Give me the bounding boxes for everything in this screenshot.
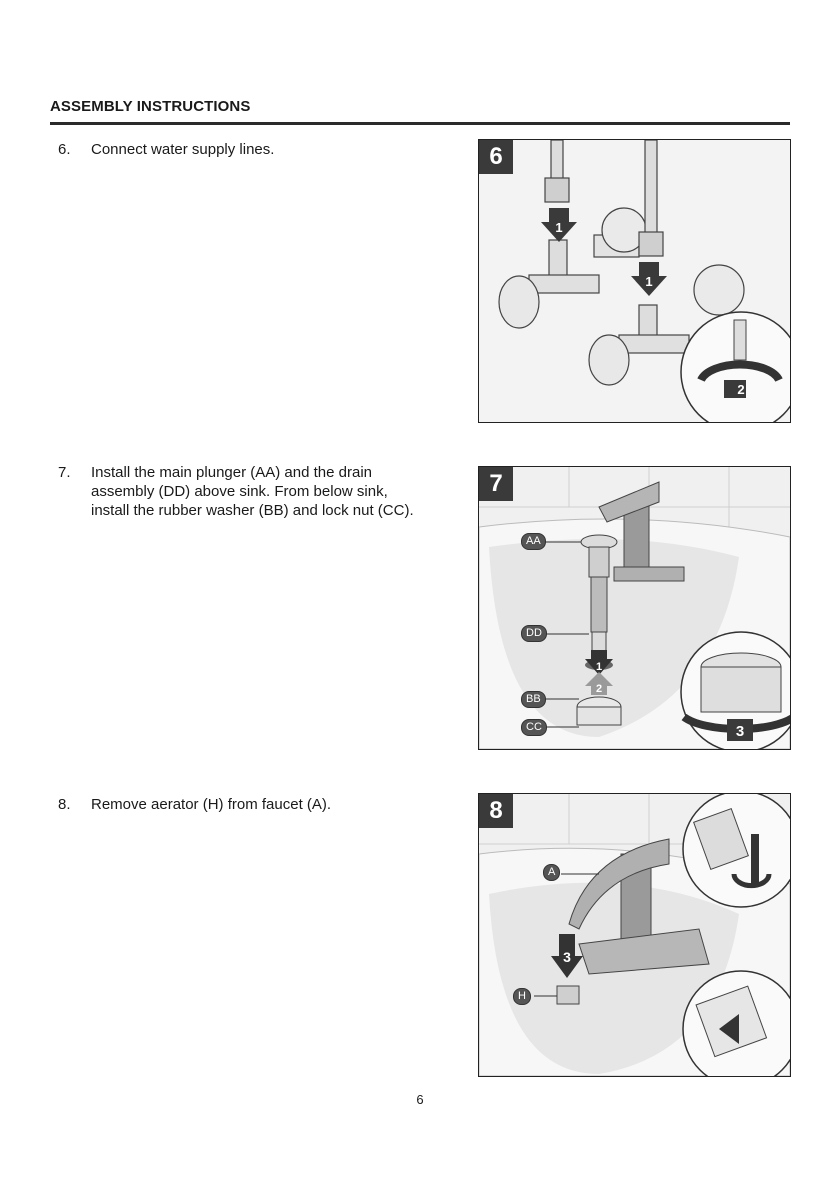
label-aa: AA bbox=[521, 533, 546, 550]
step-6-arrow-3: 2 bbox=[737, 382, 744, 397]
step-6-arrow-1: 1 bbox=[555, 220, 562, 235]
step-7-arrow-3: 3 bbox=[736, 723, 744, 740]
step-6-badge: 6 bbox=[479, 140, 513, 174]
step-6-arrow-2: 1 bbox=[645, 274, 652, 289]
step-6-illustration: 1 1 2 6 bbox=[478, 139, 791, 423]
step-7-badge: 7 bbox=[479, 467, 513, 501]
label-cc: CC bbox=[521, 719, 547, 736]
step-7-text: Install the main plunger (AA) and the dr… bbox=[91, 463, 428, 520]
label-dd: DD bbox=[521, 625, 547, 642]
step-6-number: 6. bbox=[58, 140, 91, 159]
supply-lines-drawing: 1 1 2 bbox=[479, 140, 790, 422]
label-h: H bbox=[513, 988, 531, 1005]
step-8-arrow-1: 3 bbox=[563, 949, 571, 965]
remove-aerator-drawing: 3 bbox=[479, 794, 790, 1076]
step-8-badge: 8 bbox=[479, 794, 513, 828]
page-number: 6 bbox=[0, 1092, 840, 1107]
step-8-instruction: 8. Remove aerator (H) from faucet (A). bbox=[58, 795, 428, 814]
title-rule bbox=[50, 122, 790, 125]
step-8-illustration: 3 8 A H bbox=[478, 793, 791, 1077]
step-6-instruction: 6. Connect water supply lines. bbox=[58, 140, 428, 159]
step-7-illustration: 1 2 3 7 AA DD BB CC bbox=[478, 466, 791, 750]
step-7-arrow-2: 2 bbox=[596, 683, 602, 695]
label-bb: BB bbox=[521, 691, 546, 708]
label-a: A bbox=[543, 864, 560, 881]
step-6-text: Connect water supply lines. bbox=[91, 140, 428, 159]
section-title: ASSEMBLY INSTRUCTIONS bbox=[50, 98, 250, 115]
step-7-number: 7. bbox=[58, 463, 91, 520]
step-8-number: 8. bbox=[58, 795, 91, 814]
step-7-arrow-1: 1 bbox=[596, 661, 602, 673]
step-8-text: Remove aerator (H) from faucet (A). bbox=[91, 795, 428, 814]
step-7-instruction: 7. Install the main plunger (AA) and the… bbox=[58, 463, 428, 520]
